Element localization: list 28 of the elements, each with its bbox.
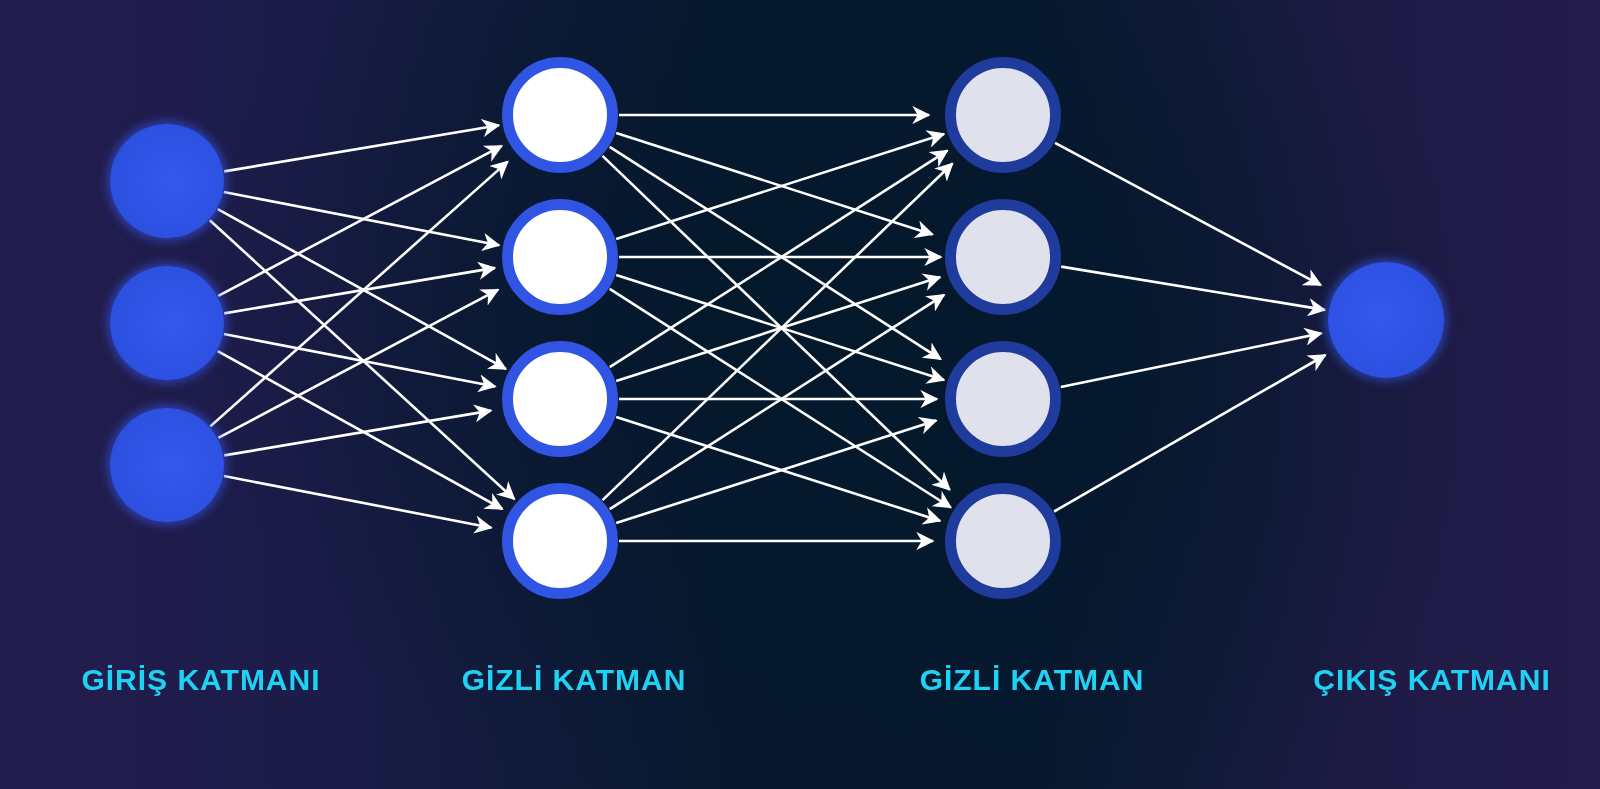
arrow [224,404,493,457]
layer-label: ÇIKIŞ KATMANI [1312,662,1552,698]
layer-label: GİRİŞ KATMANI [80,662,322,698]
arrow [619,105,931,125]
arrow [1054,141,1323,287]
input-neuron [110,124,224,238]
input-neuron [110,266,224,380]
input-neuron [110,408,224,522]
arrow [1060,327,1323,389]
arrow [619,247,943,267]
layer-label: GİZLİ KATMAN [918,662,1146,698]
arrow [223,474,493,534]
arrow [1061,265,1327,317]
arrow [209,160,509,428]
arrow [223,190,501,251]
arrow [224,119,501,173]
arrow [619,531,935,551]
arrow [1053,353,1327,513]
output-neuron [1328,262,1444,378]
arrow [217,349,504,511]
arrow [217,207,508,371]
arrow [619,389,939,409]
arrow [224,261,497,315]
arrow [223,332,497,393]
arrow [217,288,500,440]
arrow [208,219,516,501]
arrow [217,144,504,298]
layer-label: GİZLİ KATMAN [460,662,688,698]
